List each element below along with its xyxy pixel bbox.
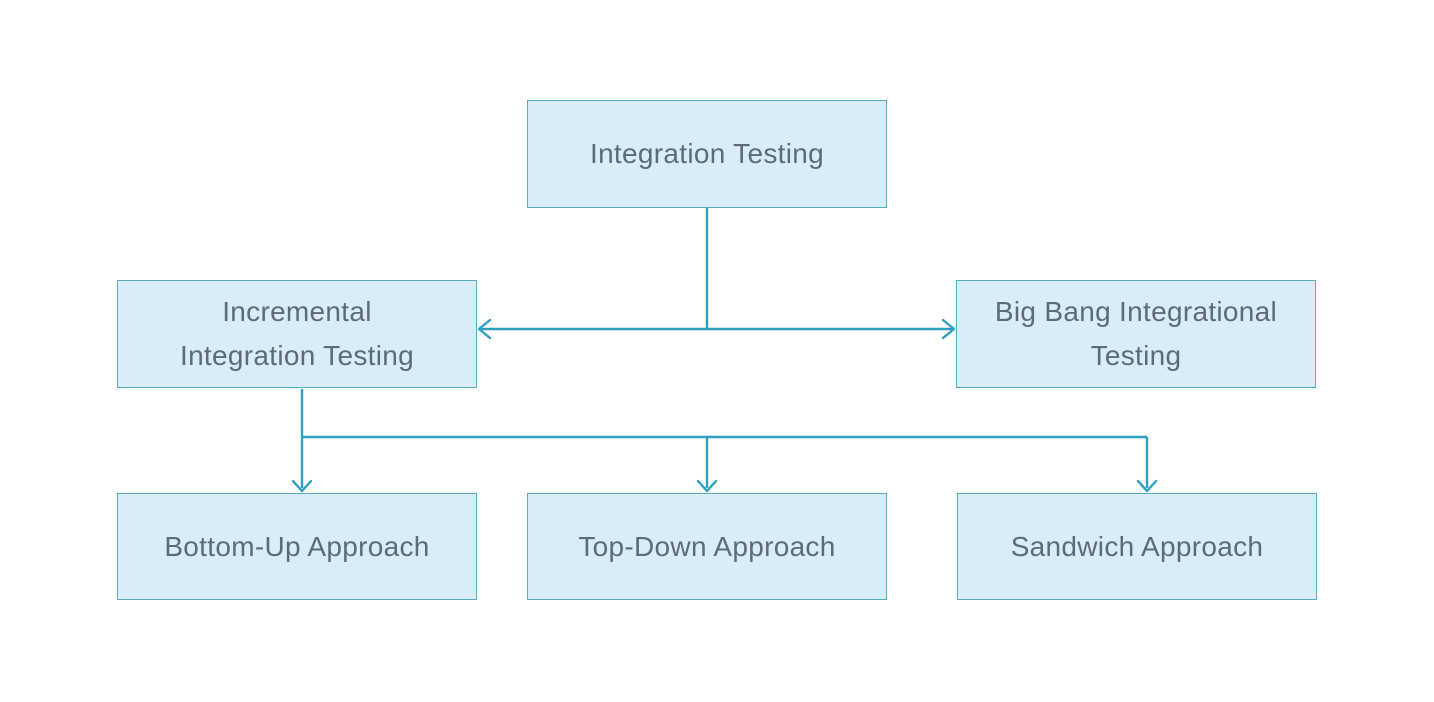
node-sandwich-approach-label: Sandwich Approach	[1010, 530, 1264, 562]
node-integration-testing-label: Integration Testing	[589, 138, 824, 169]
node-big-bang-integrational-testing-label: Big Bang Integrational Testing	[994, 296, 1278, 371]
node-incremental-integration-testing: Incremental Integration Testing	[117, 280, 477, 388]
node-top-down-approach: Top-Down Approach	[527, 493, 887, 600]
arrowhead-to-bottom-up	[291, 479, 313, 493]
arrowhead-to-big-bang	[941, 318, 956, 340]
node-integration-testing: Integration Testing	[527, 100, 887, 208]
node-big-bang-integrational-testing: Big Bang Integrational Testing	[956, 280, 1316, 388]
node-bottom-up-approach: Bottom-Up Approach	[117, 493, 477, 600]
arrowhead-to-top-down	[696, 479, 718, 493]
arrowhead-to-incremental	[477, 318, 492, 340]
node-top-down-approach-label: Top-Down Approach	[578, 530, 836, 562]
node-incremental-integration-testing-label: Incremental Integration Testing	[179, 296, 414, 371]
node-bottom-up-approach-label: Bottom-Up Approach	[164, 530, 430, 562]
node-sandwich-approach: Sandwich Approach	[957, 493, 1317, 600]
arrowhead-to-sandwich	[1136, 479, 1158, 493]
